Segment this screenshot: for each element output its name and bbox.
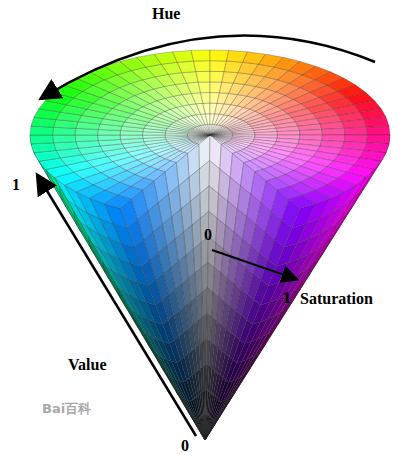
cone-facet bbox=[203, 125, 210, 135]
cone-facet bbox=[30, 135, 53, 144]
cone-facet bbox=[233, 152, 250, 162]
cone-facet bbox=[240, 320, 253, 344]
cone-facet bbox=[177, 360, 187, 382]
cone-facet bbox=[199, 419, 205, 440]
cone-facet bbox=[367, 135, 390, 144]
cone-facet bbox=[300, 129, 323, 135]
cone-facet bbox=[210, 133, 232, 135]
cone-facet bbox=[201, 125, 210, 135]
cone-facet bbox=[188, 135, 210, 137]
cone-facet bbox=[120, 135, 143, 139]
cone-facet bbox=[289, 195, 316, 208]
cone-facet bbox=[198, 420, 205, 440]
saturation-min: 0 bbox=[204, 226, 212, 244]
value-arrow bbox=[38, 176, 196, 436]
cone-facet bbox=[233, 340, 245, 363]
cone-facet bbox=[75, 135, 98, 142]
cone-facet bbox=[364, 117, 389, 127]
cone-facet bbox=[342, 120, 367, 129]
cone-facet bbox=[198, 82, 210, 93]
cone-facet bbox=[191, 50, 210, 61]
saturation-max: 1 bbox=[283, 289, 291, 307]
cone-facet bbox=[205, 420, 213, 440]
cone-facet bbox=[203, 103, 210, 114]
value-label: Value bbox=[68, 356, 107, 374]
hue-arrow bbox=[42, 36, 375, 98]
cone-facet bbox=[147, 338, 162, 366]
cone-facet bbox=[170, 340, 181, 363]
cone-facet bbox=[205, 419, 212, 440]
cone-facet bbox=[202, 288, 208, 317]
cone-facet bbox=[205, 114, 210, 125]
cone-facet bbox=[208, 124, 210, 135]
cone-facet bbox=[232, 133, 255, 135]
cone-facet bbox=[221, 144, 236, 154]
cone-facet bbox=[210, 61, 226, 72]
cone-facet bbox=[191, 400, 199, 421]
cone-facet bbox=[255, 132, 278, 135]
cone-facet bbox=[196, 71, 210, 82]
cone-facet bbox=[184, 380, 193, 402]
cone-facet bbox=[322, 128, 345, 135]
cone-facet bbox=[98, 135, 121, 141]
cone-facet bbox=[53, 135, 76, 143]
hue-label: Hue bbox=[152, 5, 180, 23]
cone-facet bbox=[212, 400, 221, 421]
cone-facet bbox=[205, 124, 210, 135]
cone-facet bbox=[210, 135, 225, 144]
cone-facet bbox=[177, 61, 196, 73]
cone-facet bbox=[344, 127, 367, 135]
cone-facet bbox=[31, 143, 56, 153]
cone bbox=[30, 50, 390, 440]
cone-facet bbox=[165, 135, 188, 137]
watermark: Bai百科 bbox=[42, 400, 91, 418]
cone-facet bbox=[182, 72, 198, 83]
value-max: 1 bbox=[12, 176, 20, 194]
cone-facet bbox=[201, 93, 210, 104]
cone-facet bbox=[173, 50, 194, 62]
cone-facet bbox=[210, 132, 232, 135]
cone-facet bbox=[226, 360, 237, 382]
saturation-arrow bbox=[212, 250, 296, 279]
cone-facet bbox=[194, 61, 210, 72]
cone-facet bbox=[143, 135, 166, 138]
cone-facet bbox=[210, 135, 223, 144]
cone-facet bbox=[30, 126, 53, 135]
cone-facet bbox=[219, 380, 229, 402]
cone-facet bbox=[53, 142, 78, 151]
cone-facet bbox=[188, 135, 210, 138]
cone-facet bbox=[210, 50, 229, 61]
cone-facet bbox=[367, 126, 390, 135]
cone-facet bbox=[132, 313, 147, 341]
saturation-label: Saturation bbox=[300, 290, 373, 308]
cone-facet bbox=[199, 125, 210, 135]
cone-facet bbox=[277, 131, 300, 135]
cone-facet bbox=[280, 287, 299, 313]
cone-facet bbox=[161, 364, 176, 391]
cone-facet bbox=[163, 320, 175, 344]
value-min: 0 bbox=[181, 437, 189, 455]
